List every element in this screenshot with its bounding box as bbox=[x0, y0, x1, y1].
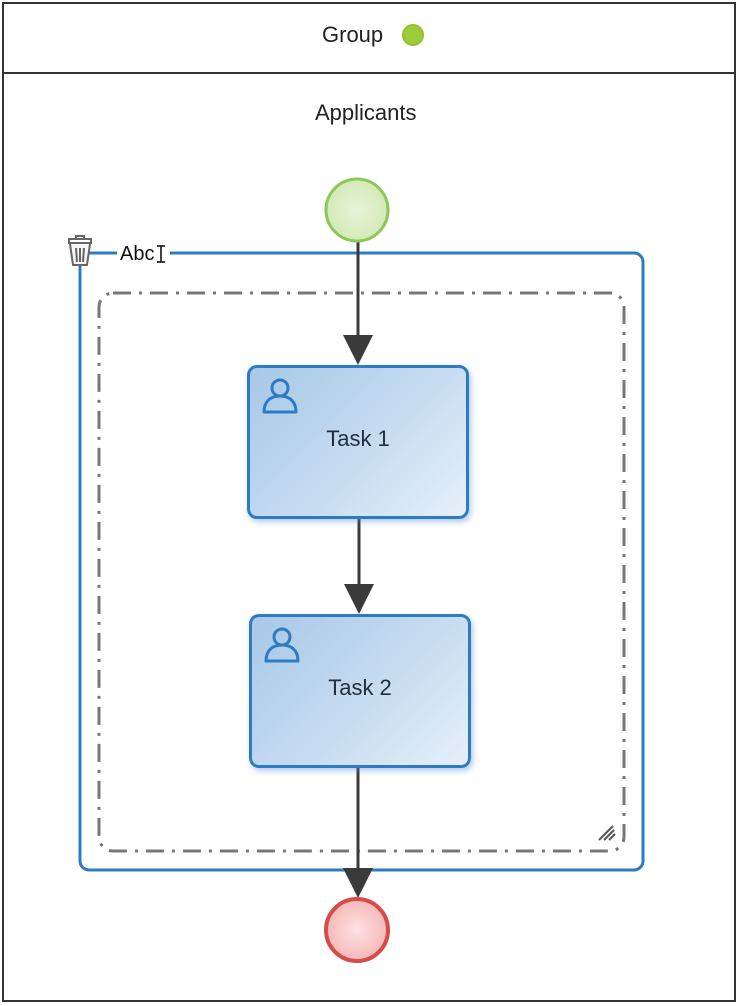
text-cursor-icon bbox=[157, 245, 166, 263]
task-2-label: Task 2 bbox=[328, 675, 392, 700]
task-2[interactable]: Task 2 bbox=[249, 614, 471, 768]
task-1-label: Task 1 bbox=[326, 426, 390, 451]
user-icon bbox=[264, 627, 300, 663]
group-label-editor[interactable]: Abc bbox=[117, 242, 171, 266]
lane-title: Applicants bbox=[315, 100, 417, 125]
pool-header[interactable] bbox=[4, 4, 734, 74]
start-event[interactable] bbox=[324, 177, 390, 243]
task-1[interactable]: Task 1 bbox=[247, 365, 469, 519]
user-icon bbox=[262, 378, 298, 414]
dashed-subprocess-boundary[interactable] bbox=[97, 291, 626, 853]
end-event[interactable] bbox=[324, 897, 390, 963]
pool-title: Group bbox=[322, 22, 384, 47]
status-dot bbox=[402, 24, 424, 46]
group-label[interactable]: Abc bbox=[120, 242, 155, 265]
delete-button[interactable] bbox=[63, 234, 97, 270]
trash-icon bbox=[68, 235, 92, 266]
group-boundary[interactable] bbox=[78, 251, 645, 872]
resize-grip-icon[interactable] bbox=[597, 824, 617, 842]
